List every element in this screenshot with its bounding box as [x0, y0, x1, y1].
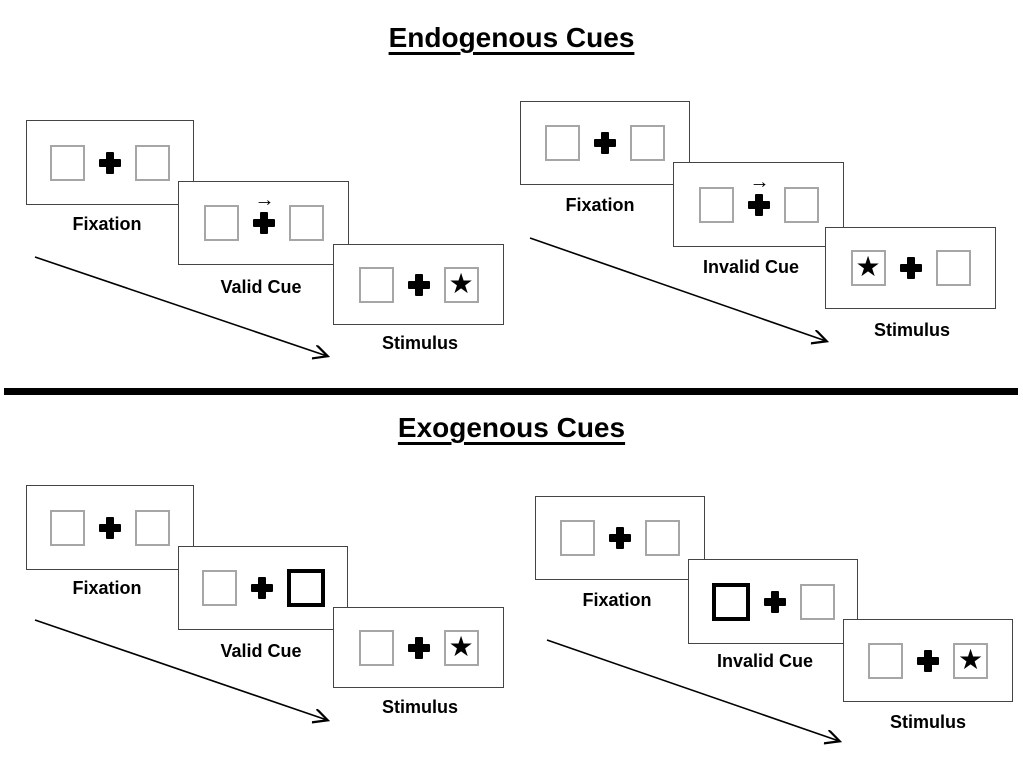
- panel-label: Fixation: [72, 214, 142, 234]
- panel-label: Fixation: [582, 590, 652, 610]
- section-divider: [4, 388, 1018, 395]
- section-title: Exogenous Cues: [397, 412, 626, 443]
- star-icon: ★: [855, 251, 881, 282]
- right-box: [645, 520, 680, 556]
- left-box-cued: [711, 582, 750, 621]
- fixation-cross-icon: [407, 636, 430, 659]
- panel-label: Stimulus: [381, 697, 458, 717]
- left-box: [868, 642, 903, 679]
- fixation-cross-icon: [594, 132, 616, 154]
- left-box: ★: [850, 250, 886, 286]
- fixation-cross-icon: [917, 649, 939, 672]
- cue-arrow-icon: →: [749, 170, 770, 193]
- right-box: [135, 144, 170, 181]
- invalid-cue-panel: [688, 559, 858, 644]
- panel-label: Stimulus: [873, 320, 950, 340]
- right-box: ★: [953, 642, 988, 679]
- fixation-cross-icon: →: [747, 172, 770, 216]
- fixation-cross-icon: →: [252, 190, 275, 234]
- star-icon: ★: [957, 643, 984, 675]
- panel-label: Invalid Cue: [702, 257, 800, 277]
- valid-cue-panel: [178, 546, 348, 630]
- right-box: [630, 125, 665, 161]
- right-box: [783, 186, 819, 223]
- fixation-panel: [26, 485, 194, 570]
- right-box: [288, 205, 324, 241]
- panel-label: Invalid Cue: [716, 651, 814, 671]
- fixation-panel: [535, 496, 705, 580]
- panel-label: Valid Cue: [220, 277, 302, 297]
- panel-label: Stimulus: [381, 333, 458, 353]
- left-box: [545, 125, 580, 161]
- timeline-arrow: [34, 256, 327, 356]
- valid-cue-panel: →: [178, 181, 349, 265]
- right-box: [135, 509, 170, 546]
- stimulus-panel: ★: [333, 244, 504, 325]
- fixation-cross-icon: [899, 257, 922, 279]
- star-icon: ★: [448, 630, 474, 662]
- left-box: [50, 509, 85, 546]
- section-title: Endogenous Cues: [388, 22, 635, 53]
- panel-label: Fixation: [72, 578, 142, 598]
- right-box: [799, 583, 835, 620]
- timeline-arrow: [34, 619, 327, 720]
- stimulus-panel: ★: [333, 607, 504, 688]
- fixation-panel: [520, 101, 690, 185]
- fixation-cross-icon: [407, 273, 430, 296]
- stimulus-panel: ★: [825, 227, 996, 309]
- right-box: [935, 250, 971, 286]
- fixation-panel: [26, 120, 194, 205]
- left-box: [698, 186, 734, 223]
- right-box-cued: [286, 569, 325, 607]
- cue-arrow-icon: →: [254, 189, 275, 211]
- fixation-cross-icon: [763, 590, 786, 613]
- left-box: [358, 266, 394, 303]
- timeline-arrow: [529, 237, 826, 341]
- fixation-cross-icon: [99, 151, 121, 174]
- left-box: [560, 520, 595, 556]
- panel-label: Valid Cue: [220, 641, 302, 661]
- right-box: ★: [443, 266, 479, 303]
- star-icon: ★: [448, 267, 474, 299]
- panel-label: Stimulus: [889, 712, 966, 732]
- panel-label: Fixation: [565, 195, 635, 215]
- left-box: [358, 629, 394, 666]
- fixation-cross-icon: [99, 516, 121, 539]
- fixation-cross-icon: [609, 527, 631, 549]
- left-box: [50, 144, 85, 181]
- right-box: ★: [443, 629, 479, 666]
- left-box: [201, 570, 237, 606]
- left-box: [203, 205, 239, 241]
- invalid-cue-panel: →: [673, 162, 844, 247]
- fixation-cross-icon: [250, 577, 273, 599]
- stimulus-panel: ★: [843, 619, 1013, 702]
